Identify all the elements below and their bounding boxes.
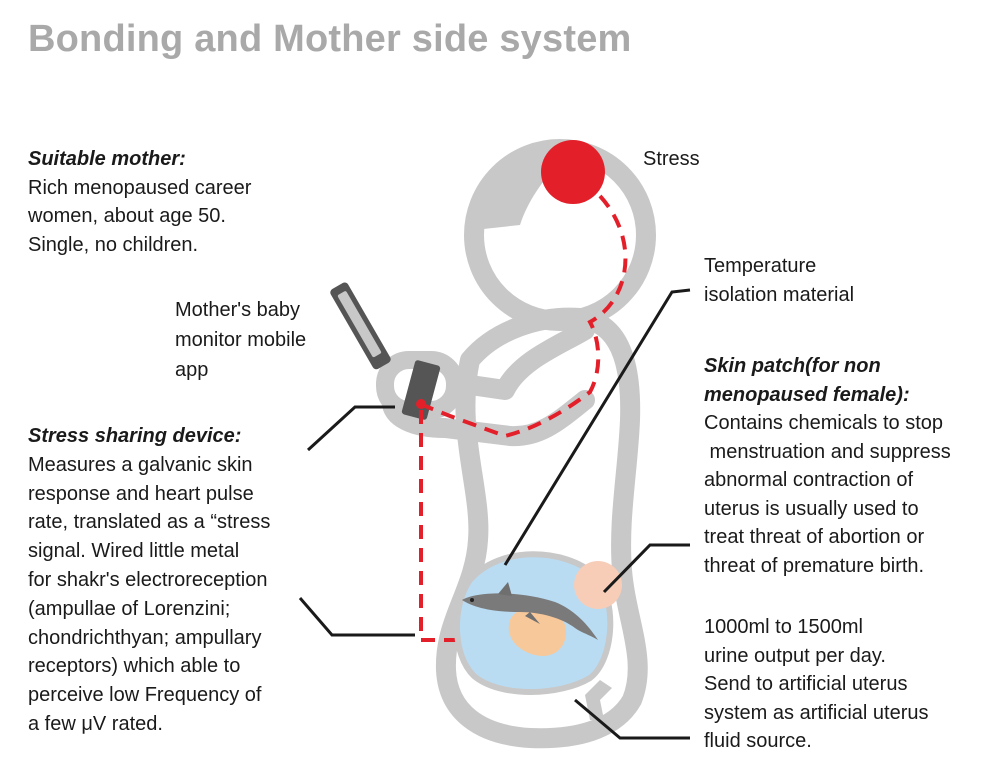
stress-device-line: a few μV rated. [28,712,163,735]
skin-patch-line: threat of premature birth. [704,554,925,577]
urine-outlet [585,680,612,720]
leader-skin-patch [602,543,690,594]
leader-temperature [503,288,691,566]
suitable-mother-line: women, about age 50. [28,205,226,227]
skin-patch-block: Skin patch(for non menopaused female): C… [704,352,951,580]
leader-stress-device [298,597,415,637]
urine-output-block: 1000ml to 1500ml urine output per day. S… [704,613,929,756]
stress-device-line: perceive low Frequency of [28,684,262,707]
stress-device-line: rate, translated as a “stress [28,511,271,534]
stress-device-line: Measures a galvanic skin [28,453,253,476]
stress-device-heading: Stress sharing device: [28,425,242,447]
skin-patch-heading: menopaused female): [704,383,910,406]
urine-line: 1000ml to 1500ml [704,616,863,638]
shark-icon [462,582,598,640]
stress-label: Stress [643,148,700,170]
suitable-mother-line: Single, no children. [28,233,199,256]
skin-patch [574,561,622,609]
phone-icon [330,282,391,370]
urine-line: urine output per day. [704,644,886,667]
placenta [508,607,566,656]
stress-device-line: for shakr's electroreception [28,568,268,591]
temperature-label: Temperature isolation material [704,255,855,306]
urine-line: fluid source. [704,730,812,752]
leader-urine [574,698,690,740]
skin-patch-line: Contains chemicals to stop [704,412,944,434]
stress-wire-arm [424,194,628,439]
suitable-mother-block: Suitable mother: Rich menopaused career … [28,145,251,259]
skin-patch-heading: Skin patch(for non [704,355,881,377]
stress-device-line: signal. Wired little metal [28,540,240,563]
urine-line: Send to artificial uterus [704,673,908,695]
stress-device-line: chondrichthyan; ampullary [28,626,262,649]
stress-device-line: response and heart pulse [28,482,254,505]
stress-sharing-device [401,360,441,420]
stress-indicator [541,140,605,204]
suitable-mother-line: Rich menopaused career [28,176,252,199]
urine-line: system as artificial uterus [704,701,929,724]
suitable-mother-heading: Suitable mother: [28,148,186,170]
stress-device-line: receptors) which able to [28,655,241,678]
monitor-app-label: Mother's baby monitor mobile app [175,299,307,381]
skin-patch-line: uterus is usually used to [704,497,919,520]
leader-monitor-app [306,405,395,452]
skin-patch-line: menstruation and suppress [704,440,951,463]
page-title: Bonding and Mother side system [28,18,632,60]
skin-patch-line: abnormal contraction of [704,469,914,491]
device-sensor-dot [416,399,426,409]
stress-device-line: (ampullae of Lorenzini; [28,597,231,620]
stress-device-block: Stress sharing device: Measures a galvan… [28,422,270,739]
body-outline [435,307,648,749]
skin-patch-line: treat threat of abortion or [704,526,925,548]
